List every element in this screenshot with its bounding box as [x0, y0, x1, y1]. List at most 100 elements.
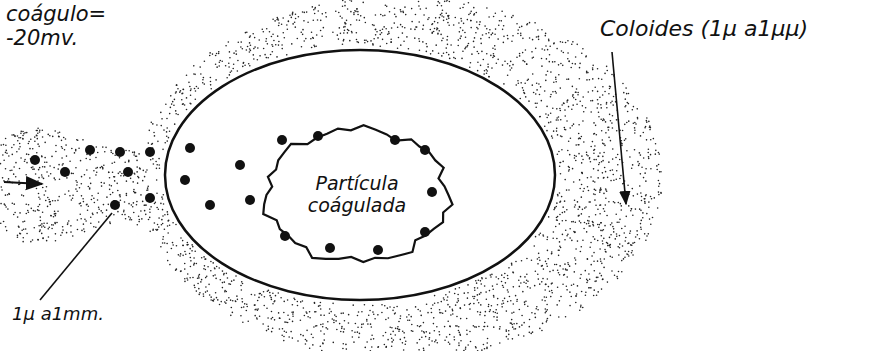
- colloid-dot: [163, 194, 165, 196]
- colloid-dot: [418, 38, 420, 40]
- colloid-dot: [158, 158, 160, 160]
- colloid-dot: [274, 300, 276, 302]
- colloid-dot: [568, 140, 570, 142]
- colloid-dot: [75, 188, 77, 190]
- colloid-dot: [576, 103, 578, 105]
- colloid-dot: [184, 278, 186, 280]
- colloid-dot: [163, 129, 165, 131]
- colloid-dot: [160, 112, 162, 114]
- colloid-dot: [39, 131, 41, 133]
- colloid-dot: [272, 303, 274, 305]
- colloid-dot: [594, 149, 596, 151]
- colloid-dot: [458, 326, 460, 328]
- colloid-dot: [495, 13, 497, 15]
- colloid-dot: [532, 73, 534, 75]
- colloid-dot: [9, 170, 11, 172]
- colloid-dot: [36, 130, 38, 132]
- colloid-dot: [254, 46, 256, 48]
- colloid-dot: [561, 149, 563, 151]
- colloid-dot: [632, 109, 634, 111]
- colloid-dot: [58, 164, 60, 166]
- colloid-dot: [292, 13, 294, 15]
- colloid-dot: [523, 281, 525, 283]
- colloid-dot: [600, 204, 602, 206]
- colloid-dot: [519, 98, 521, 100]
- colloid-dot: [637, 193, 639, 195]
- colloid-dot: [158, 217, 160, 219]
- colloid-dot: [285, 331, 287, 333]
- colloid-dot: [341, 17, 343, 19]
- colloid-dot: [249, 42, 251, 44]
- colloid-dot: [606, 70, 608, 72]
- colloid-dot: [577, 144, 579, 146]
- colloid-dot: [581, 172, 583, 174]
- colloid-dot: [480, 304, 482, 306]
- colloid-dot: [242, 48, 244, 50]
- colloid-dot: [595, 125, 597, 127]
- colloid-dot: [550, 315, 552, 317]
- colloid-dot: [621, 260, 623, 262]
- colloid-dot: [244, 65, 246, 67]
- colloid-dot: [585, 291, 587, 293]
- colloid-dot: [52, 200, 54, 202]
- colloid-dot: [149, 231, 151, 233]
- colloid-dot: [137, 176, 139, 178]
- colloid-dot: [159, 167, 161, 169]
- colloid-dot: [163, 203, 165, 205]
- colloid-dot: [4, 203, 6, 205]
- colloid-dot: [46, 186, 48, 188]
- colloid-dot: [597, 68, 599, 70]
- colloid-dot: [459, 307, 461, 309]
- colloid-dot: [101, 166, 103, 168]
- colloid-dot: [162, 149, 164, 151]
- colloid-dot: [556, 117, 558, 119]
- colloid-dot: [361, 326, 363, 328]
- colloid-dot: [585, 206, 587, 208]
- colloid-dot: [547, 236, 549, 238]
- colloid-dot: [93, 226, 95, 228]
- colloid-dot: [550, 112, 552, 114]
- colloid-dot: [402, 342, 404, 344]
- colloid-dot: [615, 178, 617, 180]
- colloid-dot: [595, 189, 597, 191]
- colloid-dot: [15, 162, 17, 164]
- colloid-dot: [9, 193, 11, 195]
- colloid-dot: [558, 151, 560, 153]
- colloid-dot: [18, 180, 20, 182]
- colloid-dot: [166, 243, 168, 245]
- colloid-dot: [572, 41, 574, 43]
- colloid-dot: [214, 274, 216, 276]
- colloid-dot: [242, 62, 244, 64]
- colloid-dot: [180, 237, 182, 239]
- colloid-dot: [467, 344, 469, 346]
- colloid-dot: [509, 69, 511, 71]
- colloid-dot: [519, 55, 521, 57]
- colloid-dot: [292, 311, 294, 313]
- colloid-dot: [75, 167, 77, 169]
- colloid-dot: [655, 143, 657, 145]
- colloid-dot: [443, 20, 445, 22]
- colloid-dot: [523, 92, 525, 94]
- colloid-dot: [579, 188, 581, 190]
- colloid-dot: [631, 250, 633, 252]
- colloid-dot: [513, 286, 515, 288]
- colloid-dot: [190, 90, 192, 92]
- colloid-dot: [536, 306, 538, 308]
- colloid-dot: [275, 44, 277, 46]
- colloid-dot: [633, 195, 635, 197]
- colloid-dot: [548, 258, 550, 260]
- colloid-dot: [264, 54, 266, 56]
- colloid-dot: [604, 145, 606, 147]
- colloid-dot: [448, 18, 450, 20]
- colloid-dot: [97, 152, 99, 154]
- colloid-dot: [340, 313, 342, 315]
- colloid-dot: [613, 228, 615, 230]
- colloid-dot: [77, 219, 79, 221]
- colloid-dot: [592, 141, 594, 143]
- colloid-dot: [244, 303, 246, 305]
- colloid-dot: [294, 21, 296, 23]
- colloid-dot: [325, 12, 327, 14]
- colloid-dot: [473, 41, 475, 43]
- colloid-dot: [647, 152, 649, 154]
- colloid-dot: [618, 271, 620, 273]
